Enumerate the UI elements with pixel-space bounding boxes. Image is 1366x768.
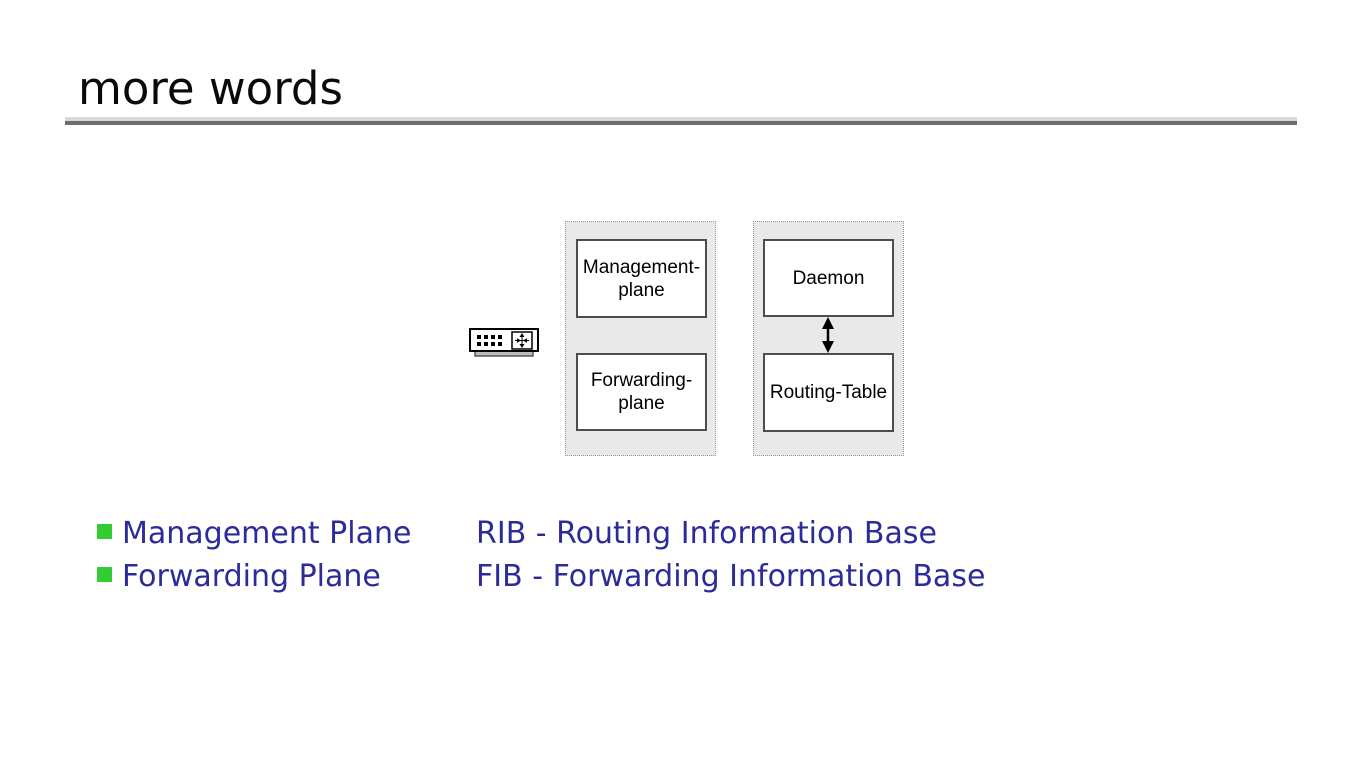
bullet-marker-icon [97, 567, 112, 582]
bullet-definition: FIB - Forwarding Information Base [476, 559, 986, 594]
divider-shadow [65, 121, 1297, 125]
double-arrow-icon [822, 317, 834, 353]
bullet-marker-icon [97, 524, 112, 539]
forwarding-plane-box: Forwarding- plane [576, 353, 707, 431]
bullet-definition: RIB - Routing Information Base [476, 516, 937, 551]
router-ports [477, 335, 502, 346]
bullet-row: Management Plane RIB - Routing Informati… [0, 517, 1366, 553]
daemon-box: Daemon [763, 239, 894, 317]
title-divider [65, 117, 1297, 125]
management-plane-box: Management- plane [576, 239, 707, 318]
page-title: more words [78, 62, 343, 115]
router-emblem [511, 331, 533, 350]
divider-highlight [65, 117, 1297, 121]
bullet-row: Forwarding Plane FIB - Forwarding Inform… [0, 560, 1366, 596]
bullet-term: Management Plane [122, 516, 412, 551]
bullet-term: Forwarding Plane [122, 559, 381, 594]
router-icon [469, 328, 539, 357]
routing-table-box: Routing-Table [763, 353, 894, 432]
